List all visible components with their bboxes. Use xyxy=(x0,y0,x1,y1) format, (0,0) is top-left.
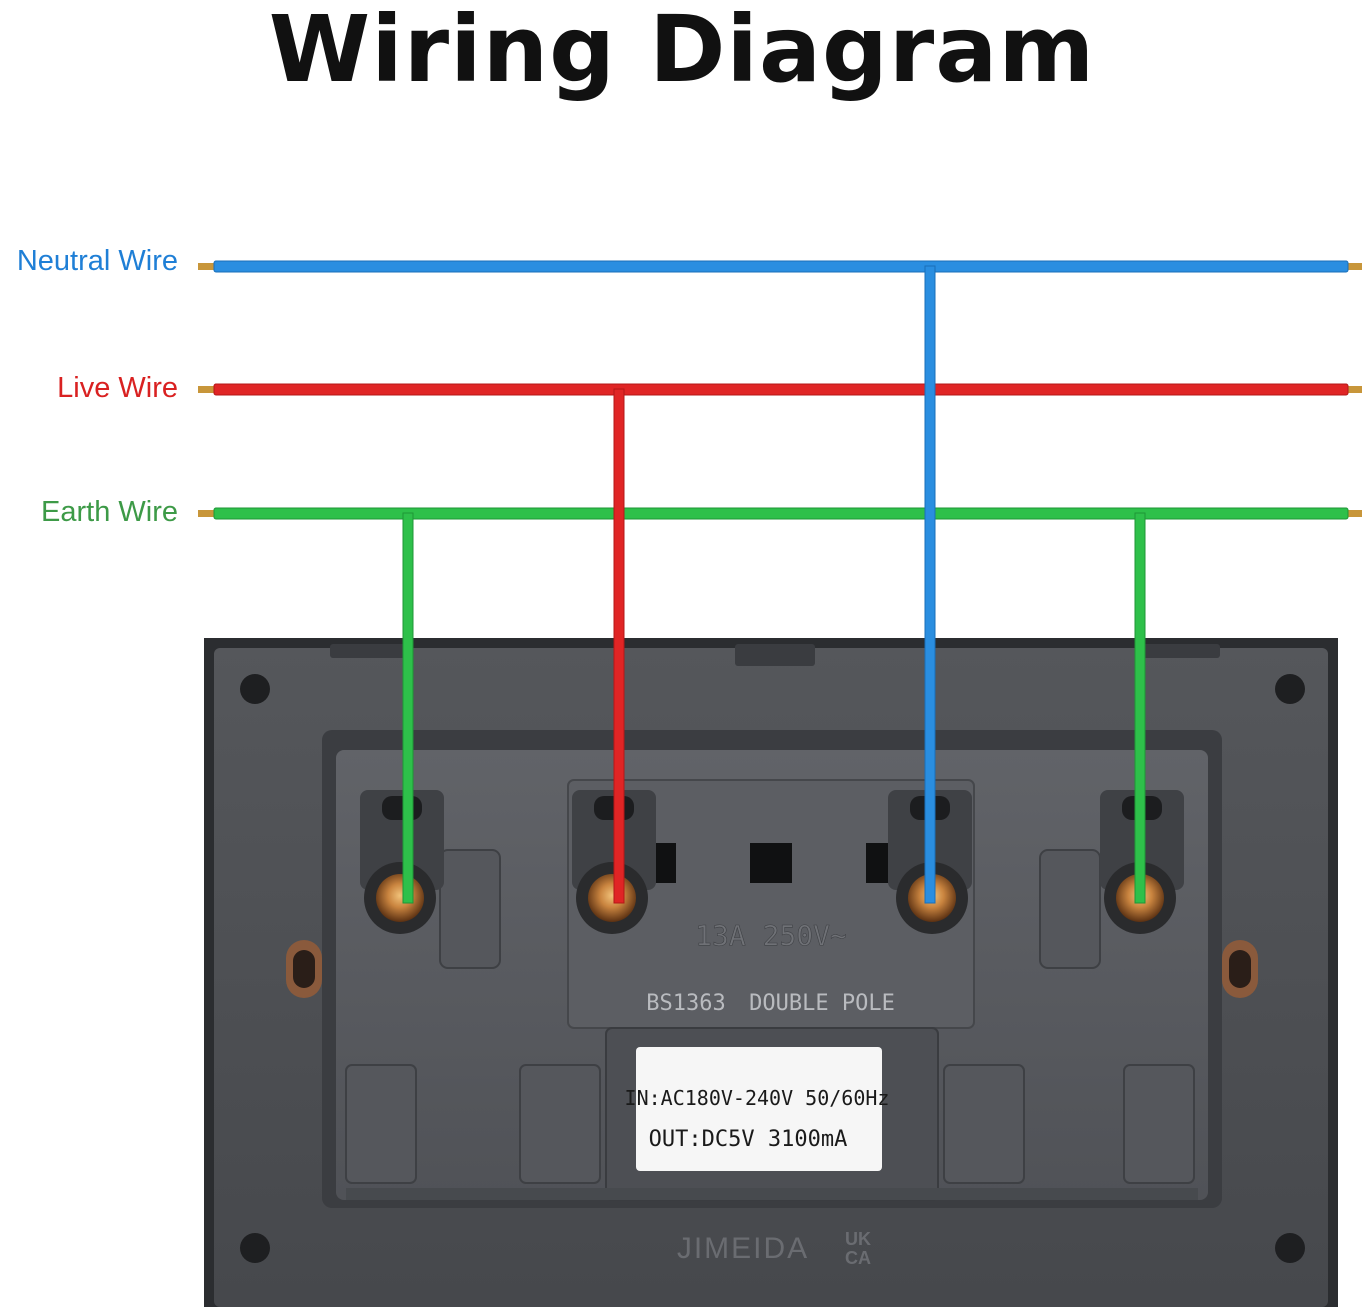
screw-hole-icon xyxy=(240,1233,270,1263)
screw-hole-icon xyxy=(1275,674,1305,704)
pin-slot xyxy=(866,843,890,883)
neutral-wire-label: Neutral Wire xyxy=(16,245,178,277)
earth-wire xyxy=(213,507,1349,520)
wire-end-icon xyxy=(1346,510,1362,517)
live-wire xyxy=(213,383,1349,396)
usb-input-text: IN:AC180V-240V 50/60Hz xyxy=(625,1086,890,1110)
wire-end-icon xyxy=(198,510,216,517)
screw-hole-icon xyxy=(240,674,270,704)
ukca-mark-line2: CA xyxy=(845,1248,871,1268)
neutral-dropper xyxy=(924,265,936,904)
pin-slot xyxy=(750,843,792,883)
neutral-wire xyxy=(213,260,1349,273)
live-wire-label: Live Wire xyxy=(57,372,178,404)
ukca-mark-line1: UK xyxy=(845,1229,871,1249)
wire-end-icon xyxy=(1346,386,1362,393)
wire-end-icon xyxy=(198,263,216,270)
live-dropper xyxy=(613,388,625,904)
rating-text: 13A 250V~ xyxy=(695,919,847,952)
wire-end-icon xyxy=(198,386,216,393)
terminal-housing xyxy=(360,790,1184,890)
page-title: Wiring Diagram xyxy=(268,0,1096,103)
pole-text: DOUBLE POLE xyxy=(749,991,895,1016)
earth-wire-label: Earth Wire xyxy=(41,496,178,528)
earth-dropper-left xyxy=(402,512,414,904)
earth-dropper-right xyxy=(1134,512,1146,904)
brand-logo: JIMEIDA xyxy=(677,1232,809,1265)
usb-output-text: OUT:DC5V 3100mA xyxy=(649,1127,848,1152)
screw-hole-icon xyxy=(1275,1233,1305,1263)
socket-body: 13A 250V~ BS1363 DOUBLE POLE IN:AC180V-2… xyxy=(322,730,1222,1268)
standard-text: BS1363 xyxy=(646,991,725,1016)
usb-spec-label xyxy=(636,1047,882,1171)
wires xyxy=(198,260,1362,904)
wire-end-icon xyxy=(1346,263,1362,270)
